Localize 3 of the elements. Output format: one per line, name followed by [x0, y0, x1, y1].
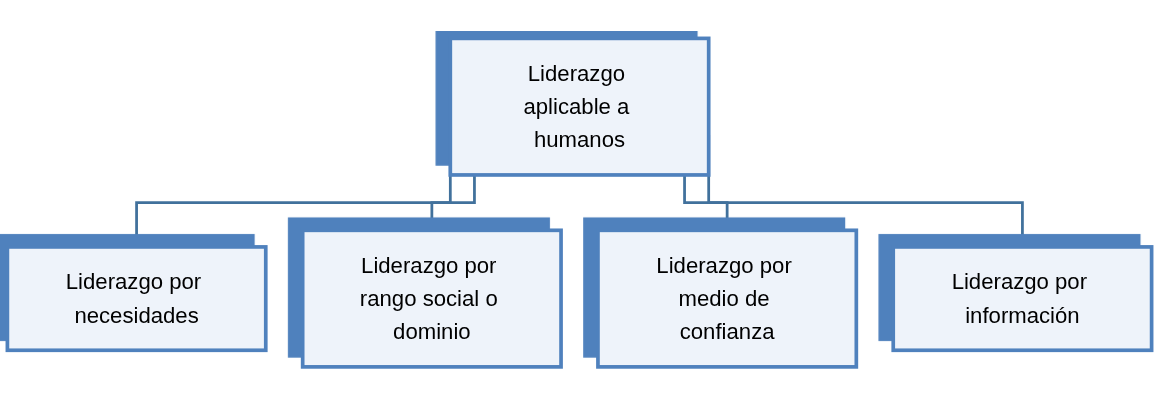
node-box: Liderazgo por necesidades: [5, 245, 268, 353]
node-box: Liderazgo por medio de confianza: [596, 228, 859, 370]
node-box: Liderazgo por información: [891, 245, 1154, 353]
